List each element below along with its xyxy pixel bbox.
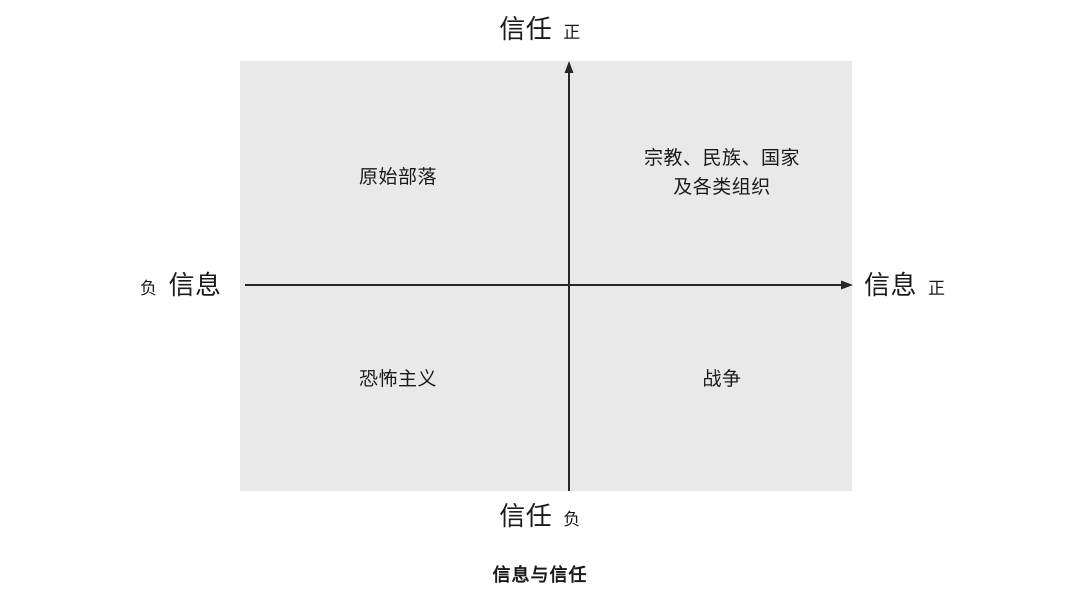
- axis-label-information-positive-name: 信息: [864, 270, 918, 300]
- quadrant-label-bottom-left: 恐怖主义: [358, 369, 437, 390]
- quadrant-label-top-right: 宗教、民族、国家 及各类组织: [643, 148, 800, 198]
- quadrant-label-top-left: 原始部落: [358, 167, 437, 188]
- vertical-axis-arrowhead: [564, 61, 574, 73]
- axis-label-information-negative-name: 信息: [168, 270, 222, 300]
- quadrant-label-bottom-right: 战争: [702, 369, 742, 390]
- axis-label-trust-positive-name: 信任: [499, 14, 553, 44]
- axis-label-trust-positive: 信任 正: [0, 16, 1080, 42]
- horizontal-axis-arrowhead: [841, 280, 853, 290]
- axis-label-information-positive: 信息 正: [864, 272, 946, 298]
- axis-label-information-positive-polarity: 正: [928, 279, 946, 298]
- axis-label-trust-negative: 信任 负: [0, 503, 1080, 529]
- axis-label-trust-negative-name: 信任: [499, 501, 553, 531]
- axis-label-trust-positive-polarity: 正: [563, 23, 581, 42]
- axis-label-trust-negative-polarity: 负: [563, 510, 581, 529]
- figure-caption: 信息与信任: [492, 565, 588, 585]
- axis-label-information-negative: 负 信息: [140, 272, 222, 298]
- quadrant-panel: [240, 61, 852, 491]
- axis-label-information-negative-polarity: 负: [140, 279, 158, 298]
